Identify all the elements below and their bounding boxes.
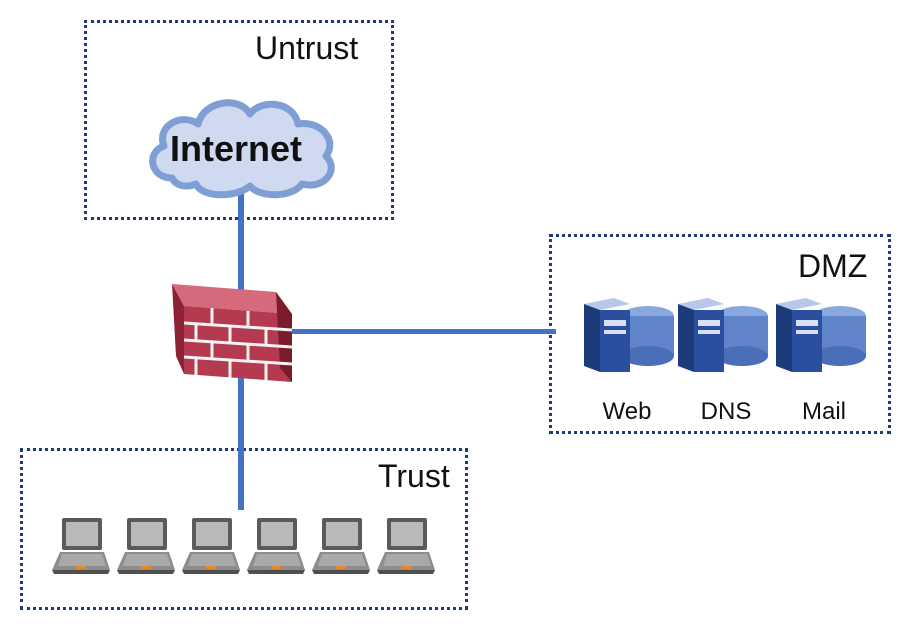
- untrust-zone-label: Untrust: [255, 30, 359, 66]
- server-label-dns: DNS: [700, 398, 752, 425]
- server-label-web: Web: [602, 398, 652, 425]
- trust-zone-label: Trust: [378, 458, 450, 494]
- server-icon: [776, 298, 866, 372]
- internet-firewall-link: [238, 182, 244, 300]
- dmz-zone: [549, 234, 891, 434]
- server-icon: [584, 298, 674, 372]
- firewall-trust-link: [238, 374, 244, 510]
- laptop-icon: [247, 518, 305, 574]
- laptop-icon: [182, 518, 240, 574]
- laptop-icon: [117, 518, 175, 574]
- dmz-zone-label: DMZ: [798, 248, 868, 284]
- trust-zone: [20, 448, 468, 610]
- firewall-dmz-link: [292, 329, 556, 334]
- server-icon: [678, 298, 768, 372]
- cloud-icon: [149, 99, 335, 199]
- laptop-icon: [377, 518, 435, 574]
- laptop-icon: [312, 518, 370, 574]
- firewall-icon: [172, 284, 293, 382]
- server-label-mail: Mail: [801, 398, 846, 425]
- internet-label: Internet: [170, 128, 303, 169]
- laptop-icon: [52, 518, 110, 574]
